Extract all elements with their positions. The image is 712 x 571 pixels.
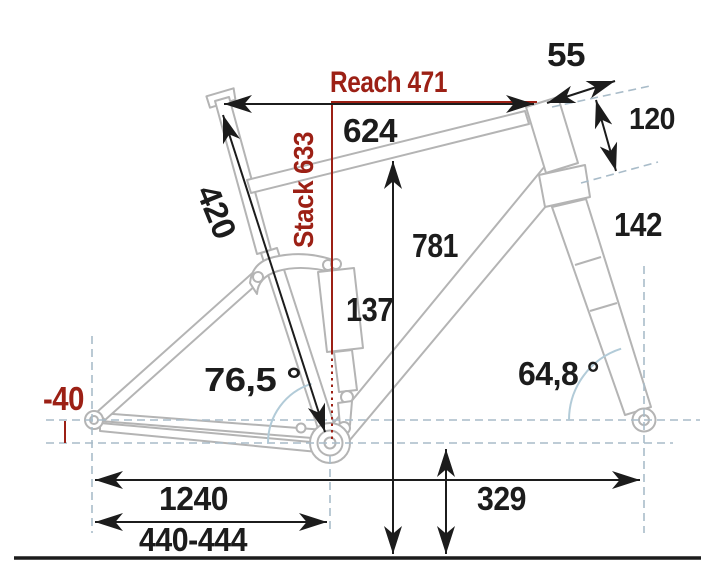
reach-label: Reach 471 — [330, 66, 447, 99]
head-tube — [525, 96, 579, 174]
dimension-lines — [95, 80, 640, 554]
fork-crown — [538, 164, 591, 208]
seat-angle-value: 76,5 ° — [204, 361, 301, 398]
head-angle-value: 64,8 ° — [518, 355, 599, 392]
bb-height-value: 329 — [477, 480, 526, 517]
wheelbase-value: 1240 — [159, 480, 228, 517]
shock-shaft — [333, 349, 358, 393]
travel-value: 120 — [629, 101, 675, 136]
fork-leg-joint-lower — [589, 302, 618, 312]
head-tube-value: 142 — [614, 206, 662, 243]
top-tube-value: 624 — [343, 112, 398, 149]
travel-guide-upper — [551, 85, 651, 108]
chainstay-pivot — [295, 422, 307, 434]
dimension-labels: Reach 471 Stack 633 624 420 55 120 142 7… — [43, 36, 676, 558]
shock-value: 137 — [346, 291, 393, 328]
stack-label: Stack 633 — [288, 132, 319, 248]
head-angle-arc — [568, 347, 622, 421]
chainstay-value: 440-444 — [139, 521, 248, 558]
seat-tube-dim-line — [222, 114, 326, 433]
travel-dim-line — [594, 99, 618, 172]
seat-tube-value: 420 — [189, 180, 244, 244]
stem-dim-line — [546, 80, 616, 104]
travel-guide-lower — [580, 161, 659, 184]
fork-leg-joint-upper — [574, 256, 602, 266]
stem-value: 55 — [547, 36, 585, 73]
bb-drop-value: -40 — [43, 380, 84, 417]
standover-value: 781 — [412, 227, 458, 264]
rocker-pivot-left — [252, 271, 264, 283]
construction-guides — [46, 85, 700, 533]
